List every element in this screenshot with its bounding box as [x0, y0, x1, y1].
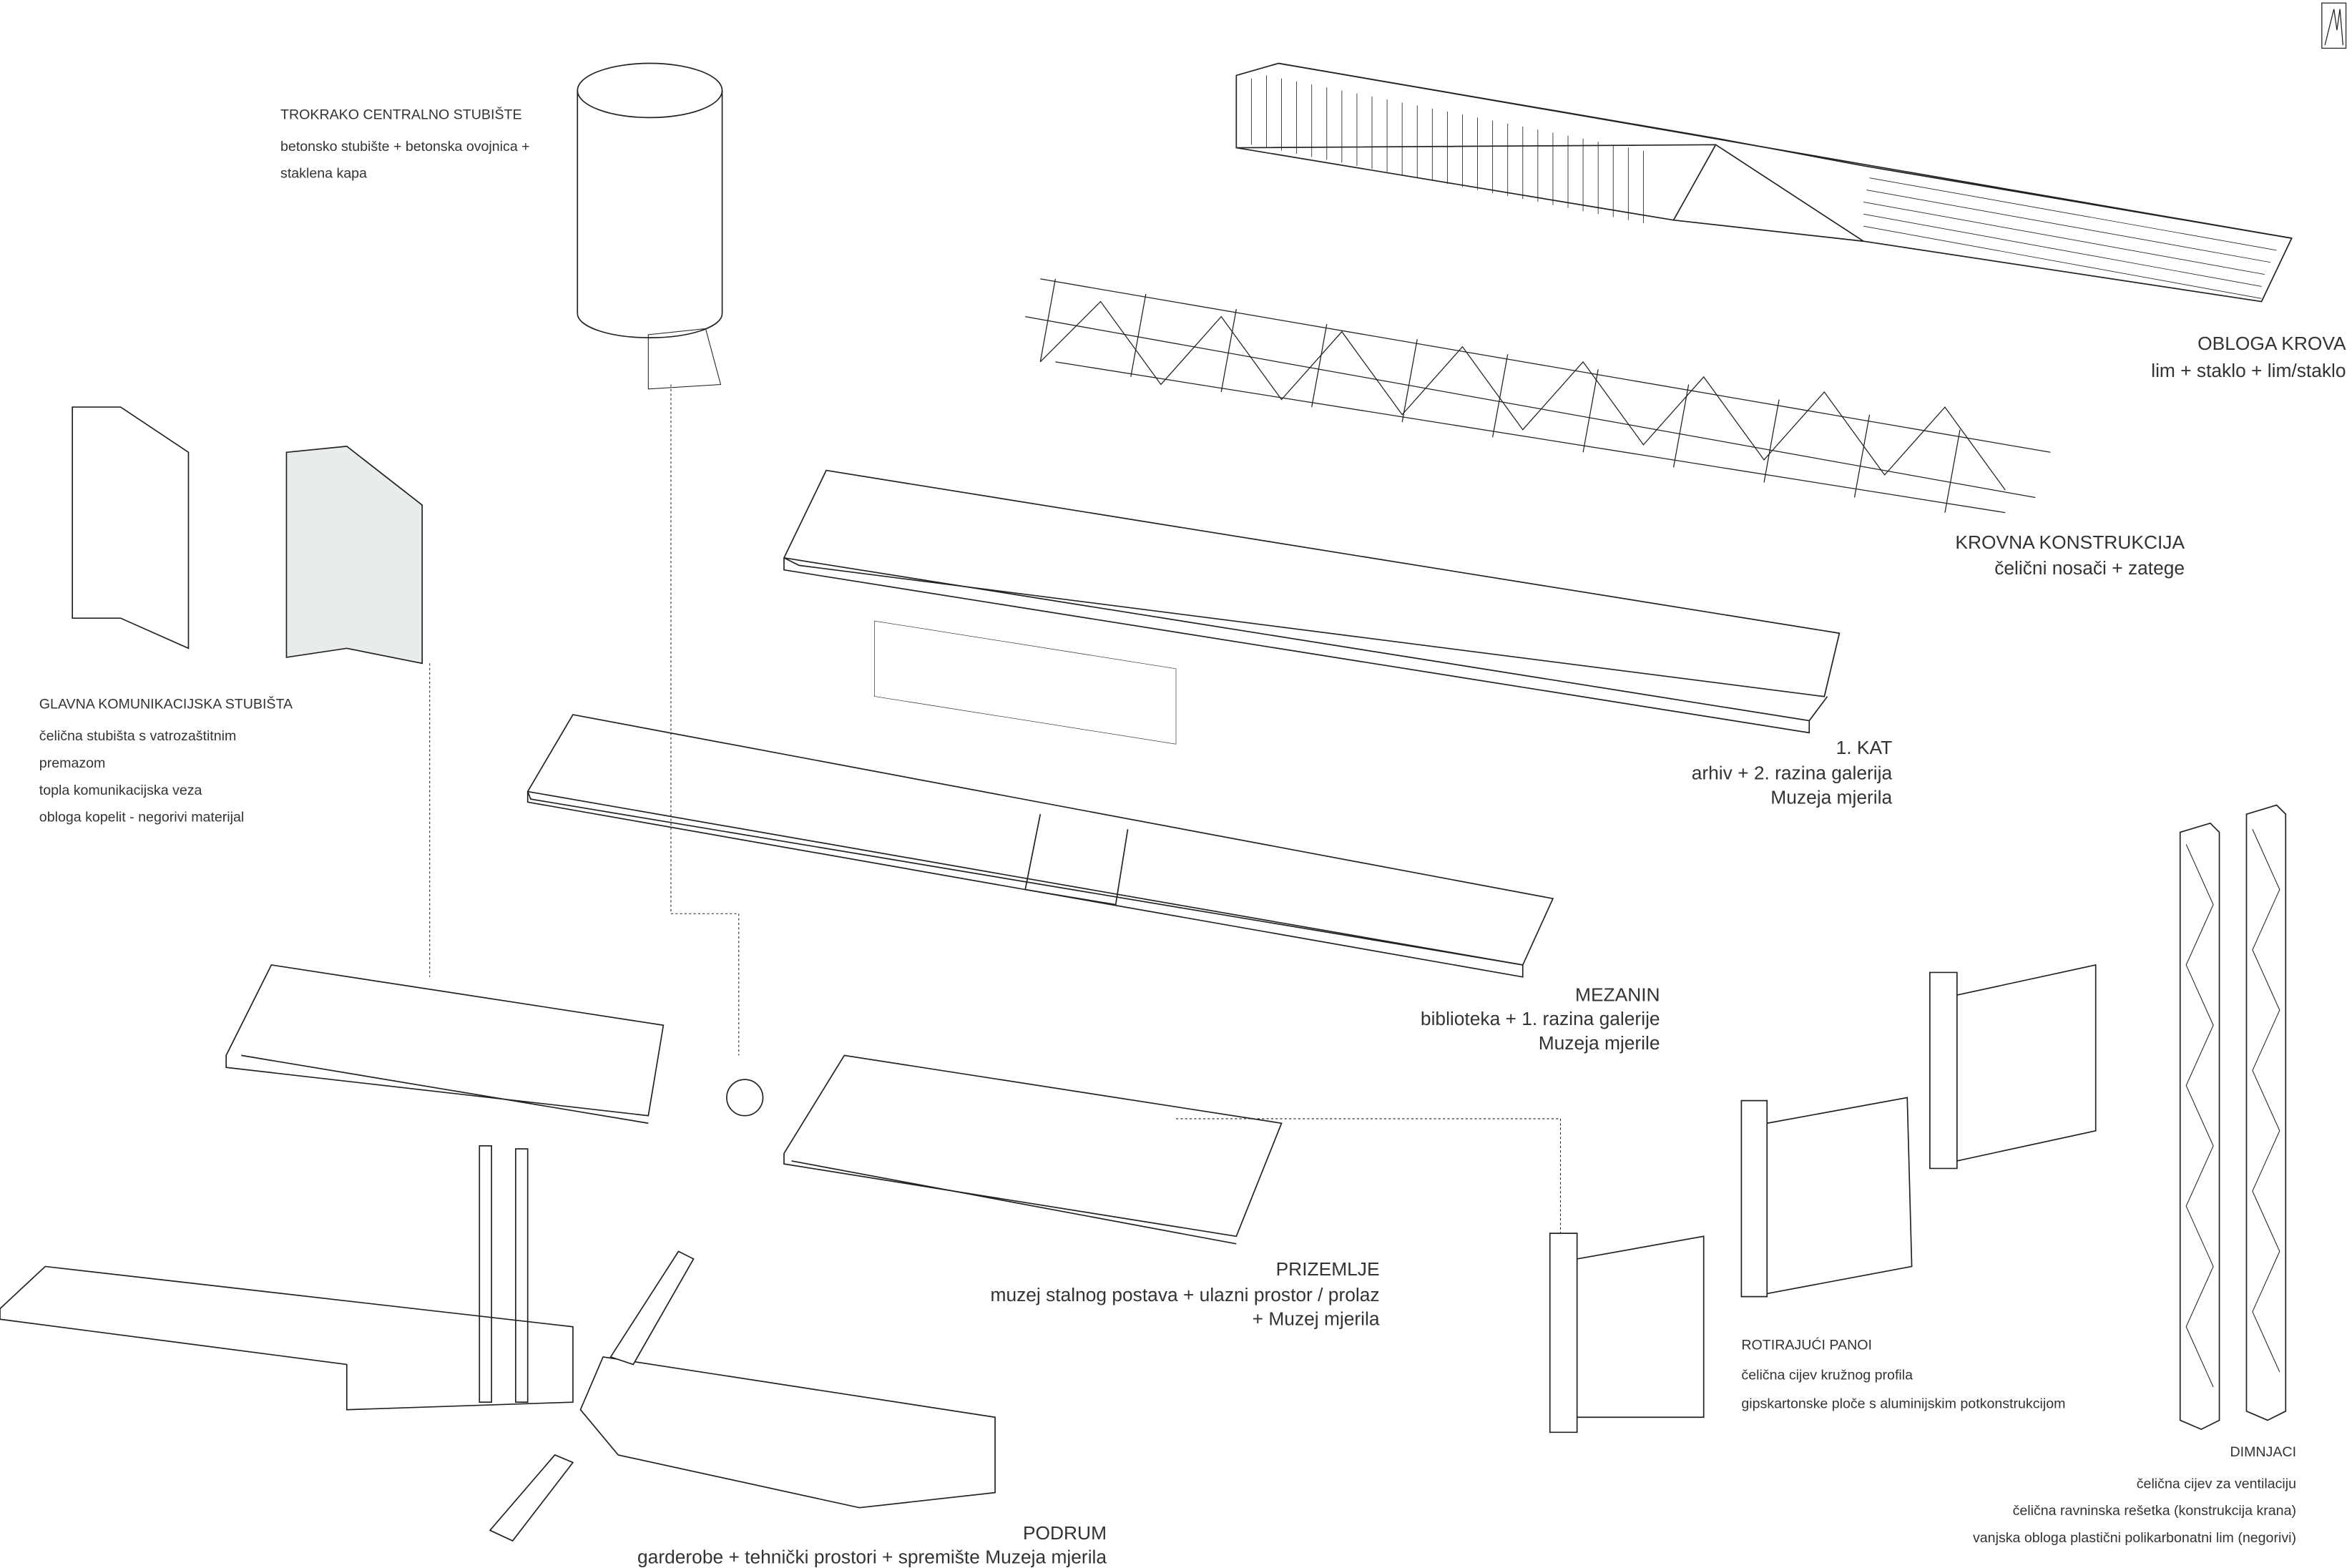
label-line: arhiv + 2. razina galerija: [1691, 763, 1893, 785]
label-line: + Muzej mjerila: [1252, 1308, 1380, 1330]
label-line: Muzeja mjerile: [1538, 1032, 1660, 1054]
roof-structure-drawing: [1025, 278, 2051, 514]
label-title: KROVNA KONSTRUKCIJA: [1955, 532, 2185, 554]
label-line: čelična cijev kružnog profila: [1741, 1367, 1914, 1383]
label-line: čelični nosači + zatege: [1994, 557, 2185, 579]
label-line: garderobe + tehnički prostori + spremišt…: [637, 1547, 1107, 1568]
chimneys-drawing: [2179, 804, 2287, 1431]
label-line: gipskartonske ploče s aluminijskim potko…: [1741, 1396, 2066, 1411]
label-line: čelična stubišta s vatrozaštitnim: [39, 728, 237, 744]
ground-floor-drawing: [225, 964, 1283, 1245]
label-line: obloga kopelit - negorivi materijal: [39, 809, 245, 825]
label-line: topla komunikacijska veza: [39, 782, 202, 798]
label-line: betonsko stubište + betonska ovojnica +: [280, 138, 530, 154]
roof-cladding-drawing: [1235, 62, 2293, 303]
label-line: čelična ravninska rešetka (konstrukcija …: [2012, 1503, 2297, 1519]
logo-mark: [2321, 2, 2347, 49]
central-stair-drawing: [577, 62, 723, 390]
label-title: DIMNJACI: [2230, 1444, 2297, 1460]
label-line: premazom: [39, 755, 106, 771]
leader-lines: [429, 384, 1561, 1234]
rotating-panels-drawing: [1549, 964, 2097, 1434]
label-line: Muzeja mjerila: [1770, 787, 1893, 808]
mezzanine-drawing: [526, 714, 1554, 978]
first-floor-drawing: [783, 469, 1841, 745]
label-title: 1. KAT: [1836, 737, 1893, 759]
label-title: TROKRAKO CENTRALNO STUBIŠTE: [280, 107, 522, 122]
main-stairs-drawing: [72, 406, 423, 665]
label-title: OBLOGA KROVA: [2197, 333, 2346, 355]
roof-hatching: [1250, 75, 2277, 299]
label-line: vanjska obloga plastični polikarbonatni …: [1972, 1530, 2297, 1546]
label-title: PRIZEMLJE: [1275, 1258, 1380, 1280]
label-title: GLAVNA KOMUNIKACIJSKA STUBIŠTA: [39, 696, 293, 712]
label-line: muzej stalnog postava + ulazni prostor /…: [990, 1284, 1380, 1306]
label-line: staklena kapa: [280, 165, 367, 181]
label-line: čelična cijev za ventilaciju: [2136, 1476, 2297, 1491]
label-title: ROTIRAJUĆI PANOI: [1741, 1337, 1872, 1353]
label-line: biblioteka + 1. razina galerije: [1420, 1009, 1660, 1030]
label-title: MEZANIN: [1575, 984, 1660, 1006]
label-line: lim + staklo + lim/staklo: [2151, 360, 2346, 382]
basement-drawing: [0, 1145, 996, 1542]
label-title: PODRUM: [1022, 1522, 1107, 1544]
